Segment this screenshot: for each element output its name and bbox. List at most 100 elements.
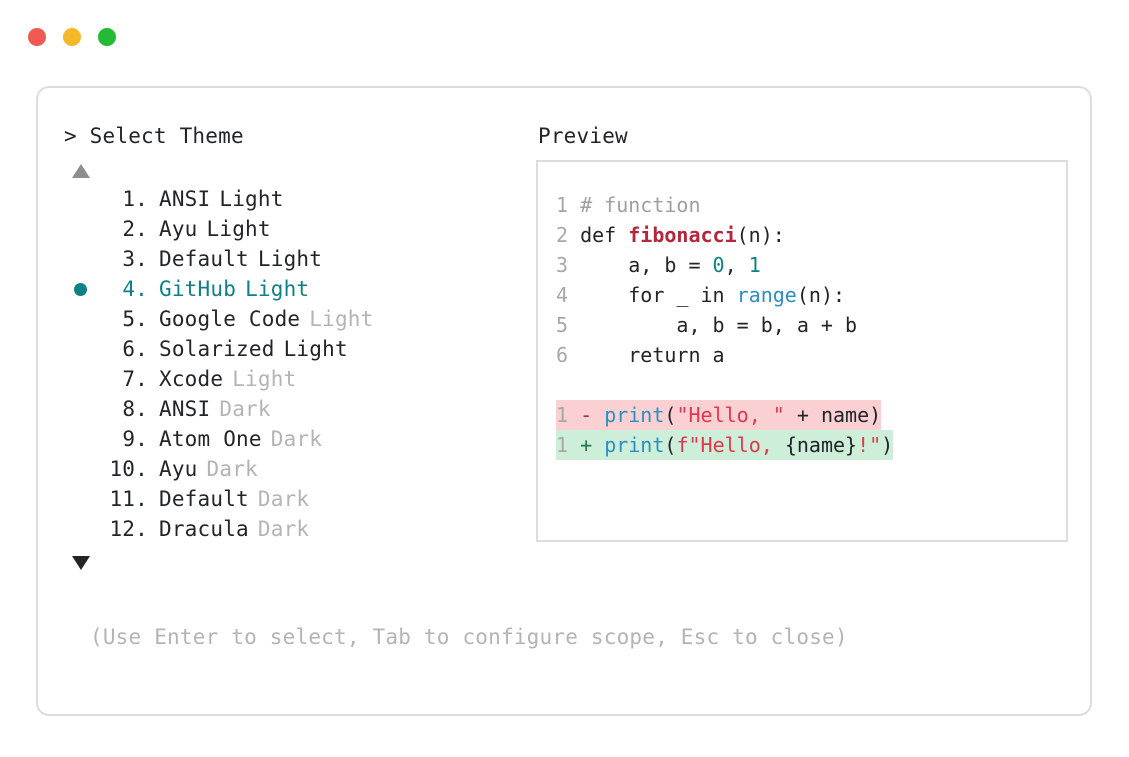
code-token: , (724, 253, 749, 277)
code-token: # function (580, 193, 701, 217)
theme-item-variant: Light (232, 367, 297, 391)
theme-item-variant: Dark (270, 427, 323, 451)
close-dot[interactable] (28, 28, 46, 46)
code-token: range (736, 283, 797, 307)
theme-item-index: 3. (122, 247, 148, 271)
diff-added-line: 1 + print(f"Hello, {name}!") (556, 430, 894, 460)
theme-item-variant: Light (283, 337, 348, 361)
theme-item-variant: Dark (257, 517, 310, 541)
code-token: (n): (796, 283, 846, 307)
code-line: 2 def fibonacci(n): (556, 220, 785, 250)
preview-heading: Preview (538, 124, 628, 148)
code-token: !" (857, 433, 882, 457)
window-controls (28, 28, 116, 46)
theme-item-variant: Light (206, 217, 271, 241)
line-number: 1 (556, 403, 581, 427)
selection-bullet-cell (64, 282, 96, 296)
theme-list-item[interactable]: 10. Ayu Dark (64, 454, 536, 484)
code-token: print (604, 433, 665, 457)
theme-item-index: 9. (122, 427, 148, 451)
theme-item-variant: Dark (219, 397, 271, 421)
code-token: ( (664, 403, 677, 427)
theme-list-item[interactable]: 8. ANSI Dark (64, 394, 536, 424)
theme-item-name: Ayu (159, 457, 198, 481)
code-token: "Hello, " (676, 403, 785, 427)
code-token: print (604, 403, 665, 427)
theme-item-variant: Light (219, 187, 284, 211)
theme-item-name: ANSI (159, 187, 211, 211)
select-theme-prompt: > Select Theme (64, 124, 244, 148)
theme-list-item[interactable]: 6. Solarized Light (64, 334, 536, 364)
theme-item-index: 6. (122, 337, 148, 361)
theme-item-name: ANSI (159, 397, 211, 421)
theme-item-index: 12. (109, 517, 148, 541)
code-token: f"Hello, (676, 433, 785, 457)
theme-item-name: Default (159, 487, 249, 511)
line-number: 2 (556, 223, 581, 247)
theme-item-variant: Light (257, 247, 323, 271)
theme-item-index: 8. (122, 397, 148, 421)
scroll-up-arrow-icon[interactable] (72, 164, 90, 178)
theme-list-item[interactable]: 1. ANSI Light (64, 184, 536, 214)
theme-item-name: Dracula (159, 517, 249, 541)
code-token: {name} (784, 433, 858, 457)
theme-item-variant: Dark (257, 487, 310, 511)
theme-item-name: GitHub (159, 277, 237, 301)
theme-item-index: 2. (122, 217, 148, 241)
theme-item-index: 10. (109, 457, 148, 481)
theme-item-name: Ayu (159, 217, 198, 241)
scroll-down-arrow-icon[interactable] (72, 556, 90, 570)
code-token: a, b = b, a + b (580, 313, 858, 337)
theme-item-name: Google Code (159, 307, 301, 331)
code-token: + name) (784, 403, 882, 427)
theme-list-item[interactable]: 12. Dracula Dark (64, 514, 536, 544)
code-token: ) (881, 433, 894, 457)
diff-removed-line: 1 - print("Hello, " + name) (556, 400, 882, 430)
code-line: 1 # function (556, 190, 701, 220)
code-token: return a (580, 343, 725, 367)
theme-list-item[interactable]: 11. Default Dark (64, 484, 536, 514)
code-line: 6 return a (556, 340, 725, 370)
maximize-dot[interactable] (98, 28, 116, 46)
code-line: 3 a, b = 0, 1 (556, 250, 761, 280)
minimize-dot[interactable] (63, 28, 81, 46)
theme-item-name: Solarized (159, 337, 275, 361)
line-number: 1 (556, 193, 581, 217)
code-token: 0 (712, 253, 725, 277)
theme-item-index: 4. (122, 277, 148, 301)
line-number: 5 (556, 313, 581, 337)
theme-item-index: 11. (109, 487, 148, 511)
line-number: 6 (556, 343, 581, 367)
code-token: for _ in (580, 283, 737, 307)
code-line: 4 for _ in range(n): (556, 280, 845, 310)
theme-item-variant: Dark (206, 457, 258, 481)
diff-marker: + (580, 433, 605, 457)
theme-list-item[interactable]: 9. Atom One Dark (64, 424, 536, 454)
theme-item-index: 7. (122, 367, 148, 391)
code-token: def (580, 223, 629, 247)
line-number: 4 (556, 283, 581, 307)
theme-list-item[interactable]: 5. Google Code Light (64, 304, 536, 334)
theme-list-item[interactable]: 7. Xcode Light (64, 364, 536, 394)
theme-item-name: Atom One (159, 427, 262, 451)
theme-item-name: Xcode (159, 367, 224, 391)
theme-item-index: 1. (122, 187, 148, 211)
selection-bullet-icon (73, 282, 87, 296)
code-token: a, b = (580, 253, 713, 277)
theme-list-item[interactable]: 2. Ayu Light (64, 214, 536, 244)
code-line: 5 a, b = b, a + b (556, 310, 857, 340)
theme-item-index: 5. (122, 307, 148, 331)
line-number: 3 (556, 253, 581, 277)
diff-marker: - (580, 403, 605, 427)
line-number: 1 (556, 433, 581, 457)
code-token: (n): (736, 223, 785, 247)
theme-item-variant: Light (309, 307, 374, 331)
